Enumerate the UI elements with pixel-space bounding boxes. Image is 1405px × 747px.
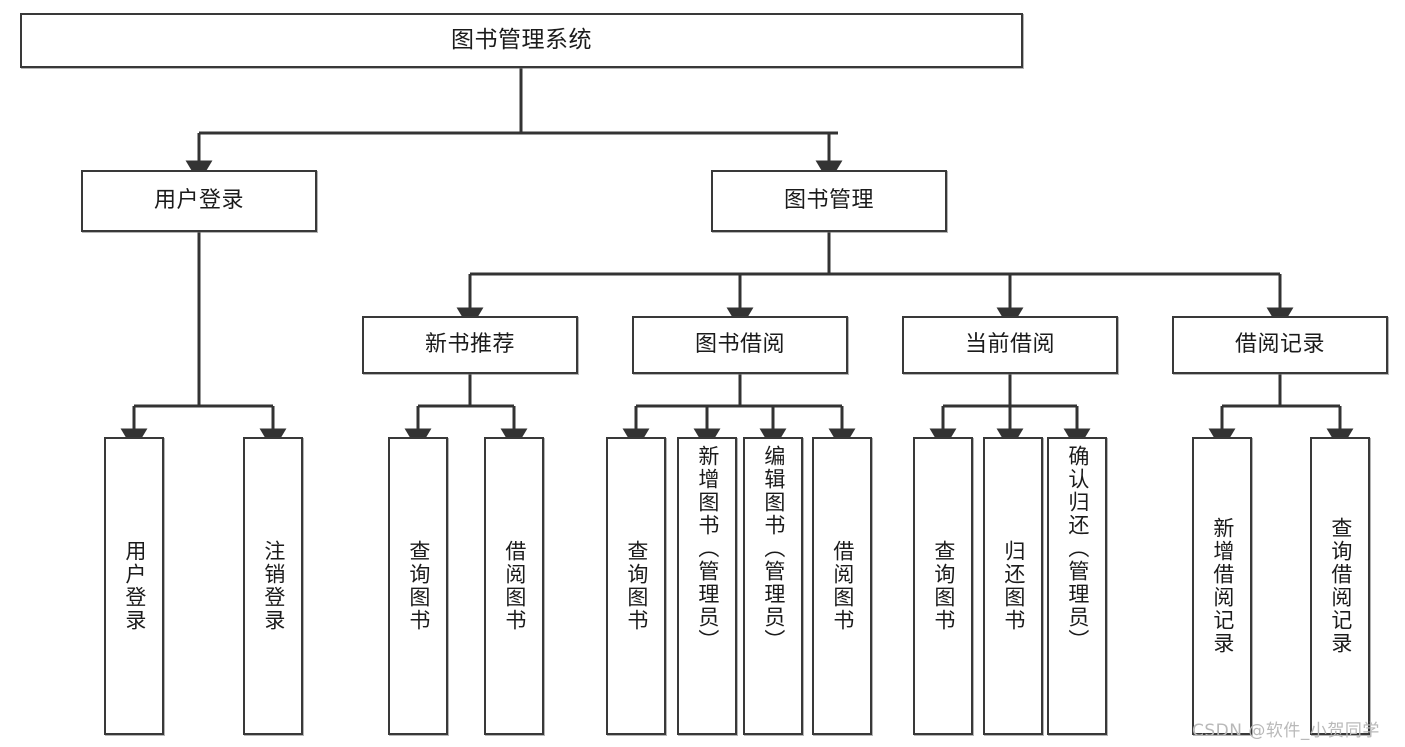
node-label: 借阅图书 bbox=[502, 540, 527, 632]
node-label: 查询图书 bbox=[624, 540, 649, 632]
node-label: 编辑图书（管理员） bbox=[761, 445, 786, 652]
node-book-borrow[interactable]: 图书借阅 bbox=[632, 316, 848, 374]
node-label: 借阅图书 bbox=[830, 540, 855, 632]
node-label: 图书管理系统 bbox=[451, 26, 592, 53]
node-label: 用户登录 bbox=[153, 188, 244, 214]
node-book-management[interactable]: 图书管理 bbox=[711, 170, 947, 232]
node-label: 查询图书 bbox=[931, 540, 956, 632]
node-label: 当前借阅 bbox=[964, 332, 1055, 358]
node-label: 归还图书 bbox=[1001, 540, 1026, 632]
leaf-add-borrow-record[interactable]: 新增借阅记录 bbox=[1192, 437, 1252, 735]
node-new-book-recommend[interactable]: 新书推荐 bbox=[362, 316, 578, 374]
leaf-borrow-book-borrow[interactable]: 借阅图书 bbox=[812, 437, 872, 735]
node-book-management-system[interactable]: 图书管理系统 bbox=[20, 13, 1023, 68]
leaf-add-book-admin[interactable]: 新增图书（管理员） bbox=[677, 437, 737, 735]
leaf-query-book-current[interactable]: 查询图书 bbox=[913, 437, 973, 735]
leaf-edit-book-admin[interactable]: 编辑图书（管理员） bbox=[743, 437, 803, 735]
node-label: 新增图书（管理员） bbox=[695, 445, 720, 652]
node-label: 借阅记录 bbox=[1234, 332, 1325, 358]
leaf-user-login[interactable]: 用户登录 bbox=[104, 437, 164, 735]
leaf-logout-login[interactable]: 注销登录 bbox=[243, 437, 303, 735]
leaf-confirm-return-admin[interactable]: 确认归还（管理员） bbox=[1047, 437, 1107, 735]
node-label: 图书管理 bbox=[783, 188, 874, 214]
node-label: 注销登录 bbox=[261, 540, 286, 632]
node-label: 新书推荐 bbox=[424, 332, 515, 358]
leaf-query-borrow-record[interactable]: 查询借阅记录 bbox=[1310, 437, 1370, 735]
node-label: 查询图书 bbox=[406, 540, 431, 632]
node-label: 用户登录 bbox=[122, 540, 147, 632]
leaf-return-book[interactable]: 归还图书 bbox=[983, 437, 1043, 735]
node-user-login[interactable]: 用户登录 bbox=[81, 170, 317, 232]
node-borrow-record[interactable]: 借阅记录 bbox=[1172, 316, 1388, 374]
node-label: 图书借阅 bbox=[694, 332, 785, 358]
csdn-watermark: CSDN @软件_小贺同学 bbox=[1192, 721, 1380, 741]
leaf-query-book-borrow[interactable]: 查询图书 bbox=[606, 437, 666, 735]
leaf-query-book-new-recommend[interactable]: 查询图书 bbox=[388, 437, 448, 735]
node-current-borrow[interactable]: 当前借阅 bbox=[902, 316, 1118, 374]
node-label: 确认归还（管理员） bbox=[1065, 445, 1090, 652]
node-label: 查询借阅记录 bbox=[1328, 517, 1353, 655]
leaf-borrow-book-new-recommend[interactable]: 借阅图书 bbox=[484, 437, 544, 735]
node-label: 新增借阅记录 bbox=[1210, 517, 1235, 655]
